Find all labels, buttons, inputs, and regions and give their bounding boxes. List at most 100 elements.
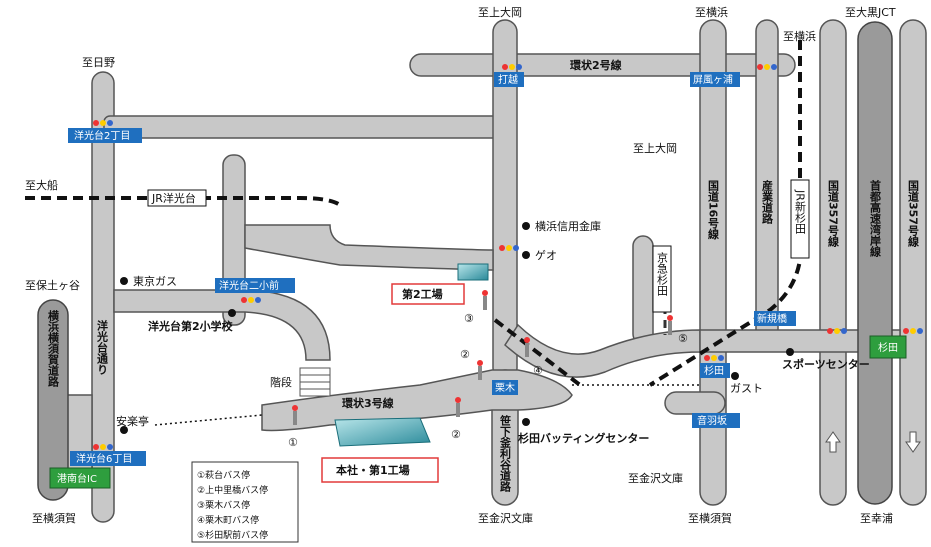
legend-item: ③栗木バス停: [197, 499, 250, 511]
dir-top-yokohama-jr: 至横浜: [783, 29, 816, 43]
factory2-building-icon: [457, 263, 489, 281]
legend-item: ①萩台バス停: [197, 469, 250, 481]
bus-stop-number: ①: [288, 436, 298, 449]
legend-item: ②上中里橋バス停: [197, 484, 268, 496]
traffic-light: [93, 444, 113, 450]
landmark-gusto: ガスト: [730, 382, 763, 395]
jr-shinsugita-box: [790, 179, 810, 259]
road-label-wangan: 首都高速湾岸線: [869, 179, 883, 258]
hq-building-icon: [334, 417, 431, 447]
bus-stop-icon: [667, 315, 673, 335]
sign-nisho-label: 洋光台二小前: [219, 279, 279, 292]
road-label-357-right: 国道357号線: [907, 180, 920, 248]
sign-yokodai6-label: 洋光台6丁目: [76, 452, 132, 465]
sign-sugita-label: 杉田: [704, 364, 724, 377]
ic-konandai-label: 港南台IC: [57, 472, 97, 485]
road-route16: [699, 19, 727, 506]
road-label-kanjo2: 環状2号線: [570, 58, 622, 72]
traffic-light: [499, 245, 519, 251]
bus-stop-icon: [482, 290, 488, 310]
traffic-light: [502, 64, 522, 70]
sign-shinmitsuhashi: [754, 311, 796, 326]
road-label-sasage: 笹下釜利谷道路: [499, 414, 513, 493]
sign-uchikoshi: [494, 72, 524, 87]
sign-yokodai6: [70, 451, 146, 466]
hq-frame: [321, 457, 439, 483]
landmark-dot: [786, 348, 794, 356]
jr-yokodai-box: [147, 189, 207, 207]
dir-ofuna: 至大船: [25, 178, 58, 192]
traffic-light: [704, 355, 724, 361]
ic-sugita-box: [869, 335, 907, 359]
intersection-signs: 洋光台2丁目 打越 屏風ヶ浦 洋光台二小前 新規橋 栗木 杉田 音羽坂 洋光台6…: [68, 72, 796, 466]
dir-hino: 至日野: [82, 56, 115, 69]
landmark-steps: 階段: [270, 375, 292, 389]
dir-bottom-sachiura: 至幸浦: [860, 512, 893, 525]
sign-sugita: [700, 363, 730, 378]
sign-kurinoki-label: 栗木: [495, 382, 515, 394]
dir-top-kamiooka: 至上大岡: [478, 5, 522, 19]
bus-stop-number: ②: [451, 428, 461, 441]
ic-sugita-label: 杉田: [878, 341, 898, 354]
dir-bottom-yokosuka-right: 至横須賀: [688, 511, 732, 525]
traffic-light: [757, 64, 777, 70]
dir-bottom-kanazawa-1: 至金沢文庫: [478, 511, 533, 525]
traffic-light: [827, 328, 847, 334]
traffic-lights: [93, 64, 923, 450]
traffic-light: [241, 297, 261, 303]
legend-box: [191, 461, 299, 543]
bus-stop-icon: [524, 337, 530, 357]
bus-stops: ① ② ② ③ ④ ⑤: [288, 290, 688, 449]
bus-stop-icon: [292, 405, 298, 425]
road-otowazaka: [664, 391, 726, 415]
hq-label: 本社・第1工場: [336, 463, 410, 477]
traffic-light: [903, 328, 923, 334]
road-shuto-wangan: [857, 21, 893, 505]
bus-stop-number: ④: [533, 364, 543, 377]
sign-byobugaura-label: 屏風ヶ浦: [693, 73, 733, 86]
legend-item: ④栗木町バス停: [197, 514, 259, 526]
bus-stop-icon: [455, 397, 461, 417]
landmark-rakuantei: 安楽亭: [116, 414, 149, 428]
road-yokoyoko: [37, 299, 69, 501]
rail-black-right: [493, 318, 582, 387]
highway-arrows: [825, 431, 921, 453]
landmark-batting: 杉田バッティングセンター: [518, 431, 649, 445]
landmark-dot: [731, 372, 739, 380]
traffic-light: [93, 120, 113, 126]
rail-jr-shinsugita: [648, 40, 802, 387]
sign-nisho: [215, 278, 295, 293]
dir-top-ookuro: 至大黒JCT: [845, 5, 896, 19]
sign-yokodai2: [68, 128, 142, 143]
dir-mid-kamiooka: 至上大岡: [633, 141, 677, 155]
landmark-dot: [522, 222, 530, 230]
sign-byobugaura: [690, 72, 740, 87]
landmark-dot: [522, 418, 530, 426]
dir-top-yokohama: 至横浜: [695, 5, 728, 19]
factory2-label: 第2工場: [402, 287, 443, 301]
keikyu-sugita-label: 京急杉田: [656, 251, 669, 296]
road-label-kanjo3: 環状3号線: [342, 396, 394, 410]
arrow-down-icon: [905, 431, 921, 453]
jr-yokodai-label: JR洋光台: [151, 191, 196, 205]
road-label-sangyo: 産業道路: [761, 179, 775, 225]
steps-icon: [299, 367, 331, 397]
landmark-sports: スポーツセンター: [782, 357, 870, 371]
road-label-yokoyoko: 横浜横須賀道路: [47, 309, 61, 388]
keikyu-sugita-box: [652, 245, 672, 313]
landmark-shinkin: 横浜信用金庫: [535, 219, 601, 233]
sign-kurinoki: [492, 380, 518, 395]
legend-item: ⑤杉田駅前バス停: [197, 529, 268, 541]
landmark-dot: [228, 309, 236, 317]
road-label-357-left: 国道357号線: [827, 180, 840, 248]
road-357-right: [899, 19, 927, 506]
dir-hodogaya: 至保土ヶ谷: [25, 278, 80, 292]
road-nisho-curve: [113, 289, 331, 361]
sign-otowazaka-label: 音羽坂: [697, 414, 727, 427]
rail-jr-yokodai: [25, 196, 342, 207]
road-label-route16: 国道16号線: [707, 180, 720, 240]
landmark-geo: ゲオ: [535, 249, 557, 262]
rail-bus-dashed-left: [154, 414, 263, 426]
road-label-youkoudai: 洋光台通り: [96, 319, 110, 375]
